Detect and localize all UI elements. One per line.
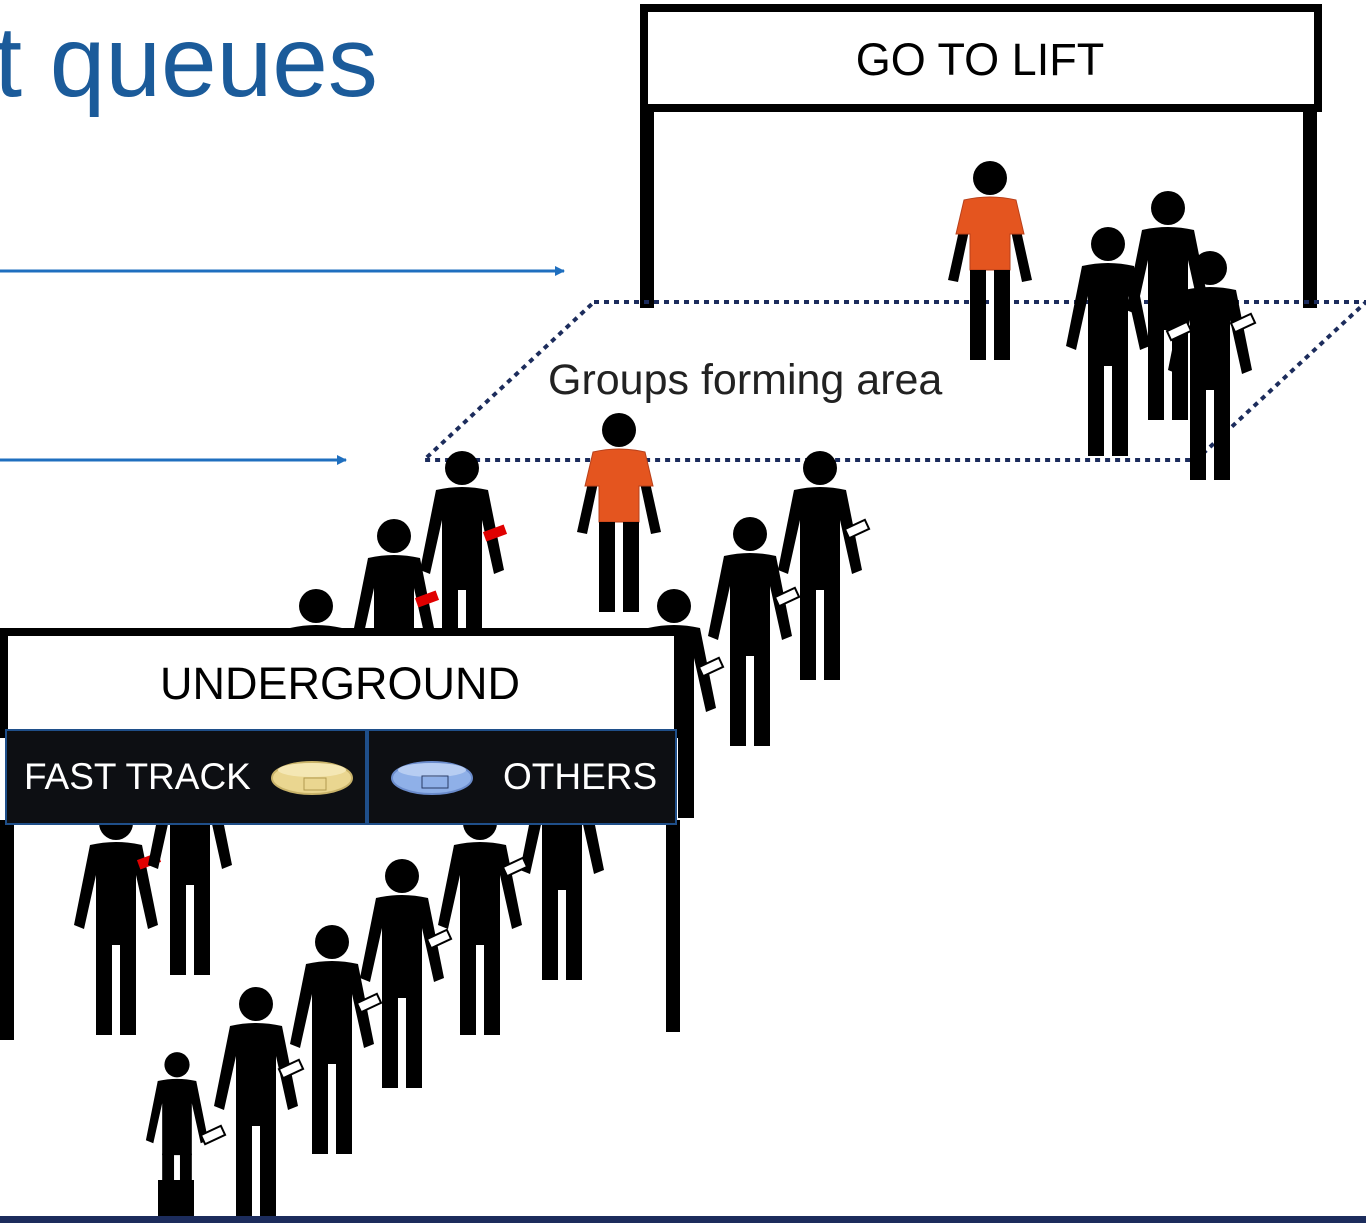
fast-track-label: FAST TRACK [24,756,251,797]
lift-sign-label: GO TO LIFT [855,34,1105,85]
underground-sign [0,628,682,1040]
lift-sign [640,4,1322,308]
others-label: OTHERS [503,756,658,797]
underground-sign-label: UNDERGROUND [160,658,520,709]
fast-track-queue [74,451,508,1035]
group-people [1066,191,1257,480]
slide-bottom-bar [0,1216,1366,1223]
blue-wristband-icon [391,761,473,795]
slide-title: it queues [0,6,378,118]
yellow-wristband-icon [271,761,353,795]
others-queue [145,451,871,1222]
staff-person-lift [947,160,1033,361]
staff-person-groups [576,412,662,613]
groups-area-label: Groups forming area [548,356,943,404]
